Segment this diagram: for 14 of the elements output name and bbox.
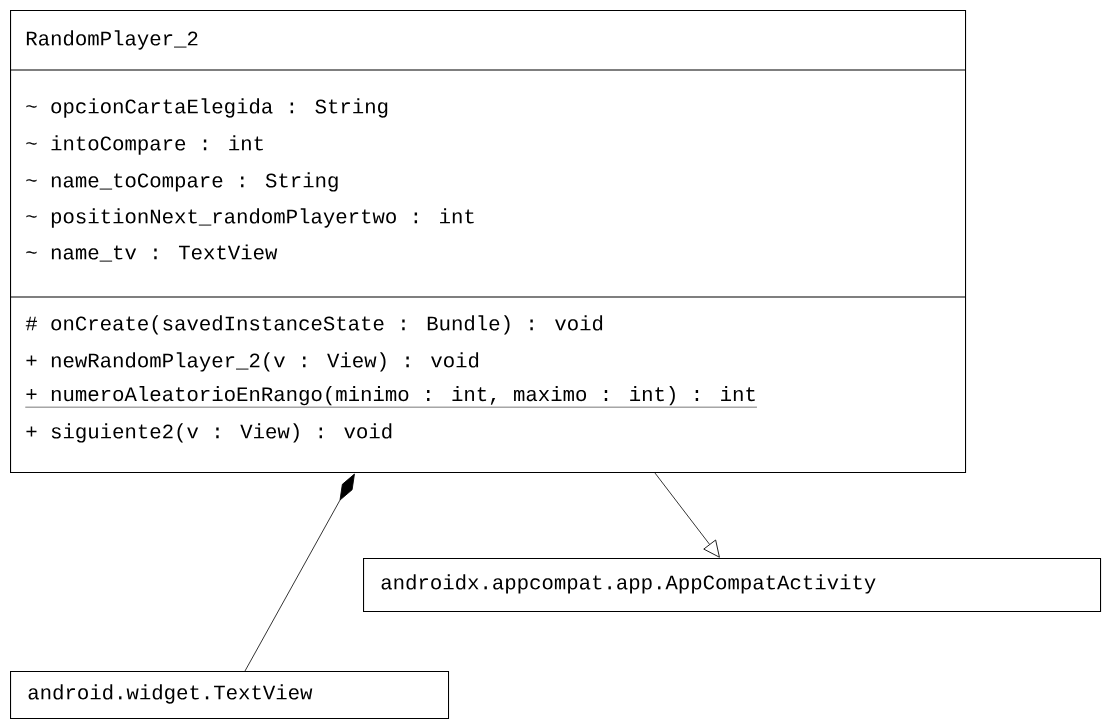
attribute-text: ~ name_toCompare : String [26,172,338,192]
attribute-text: ~ intoCompare : int [26,135,263,155]
attribute-text: ~ positionNext_randomPlayertwo : int [26,208,474,228]
class-box: androidx.appcompat.app.AppCompatActivity [363,558,1102,613]
generalization-arrow [654,472,720,558]
method-text: + numeroAleatorioEnRango(minimo : int, maximo : int) : int [25,386,758,408]
composition-line [244,473,355,672]
method-text: + siguiente2(v : View) : void [26,423,392,443]
method-text: # onCreate(savedInstanceState : Bundle) : void [25,315,603,335]
attribute-text: ~ opcionCartaElegida : String [26,98,388,118]
method-text: + newRandomPlayer_2(v : View) : void [26,352,479,372]
class-name: RandomPlayer_2 [26,30,198,50]
class-box: android.widget.TextView [10,671,450,720]
attribute-text: ~ name_tv : TextView [26,244,278,262]
